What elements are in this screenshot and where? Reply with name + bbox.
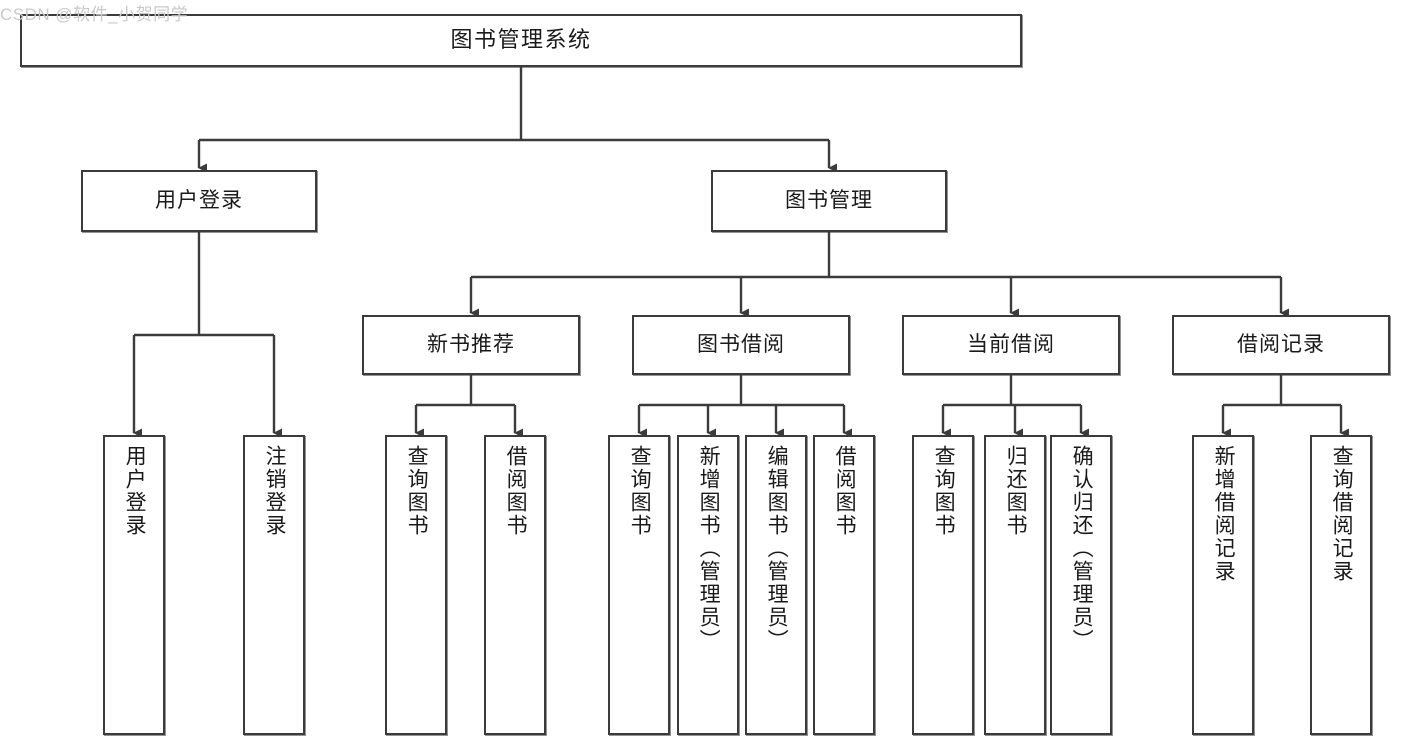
node-leaf-logout[interactable]: 注销登录 — [243, 435, 305, 735]
node-leaf-confirm-return[interactable]: 确认归还（管理员） — [1050, 435, 1112, 735]
node-label: 归还图书 — [1004, 445, 1028, 537]
node-label: 用户登录 — [155, 189, 243, 213]
node-leaf-query-book-2[interactable]: 查询图书 — [608, 435, 670, 735]
node-label: 图书借阅 — [697, 333, 785, 357]
node-label: 新书推荐 — [427, 333, 515, 357]
node-label: 查询图书 — [405, 445, 429, 537]
node-label: 当前借阅 — [967, 333, 1055, 357]
node-label: 图书管理 — [785, 189, 873, 213]
node-label: 编辑图书（管理员） — [765, 445, 789, 652]
node-book-borrow[interactable]: 图书借阅 — [632, 315, 850, 375]
node-user-login[interactable]: 用户登录 — [81, 170, 317, 232]
node-label: 新增图书（管理员） — [697, 445, 721, 652]
node-leaf-edit-book[interactable]: 编辑图书（管理员） — [745, 435, 807, 735]
node-label: 借阅图书 — [833, 445, 857, 537]
node-current-borrow[interactable]: 当前借阅 — [902, 315, 1120, 375]
node-book-manage[interactable]: 图书管理 — [711, 170, 947, 232]
node-root[interactable]: 图书管理系统 — [20, 14, 1022, 67]
node-label: 查询图书 — [628, 445, 652, 537]
node-label: 查询图书 — [932, 445, 956, 537]
node-leaf-borrow-book-1[interactable]: 借阅图书 — [484, 435, 546, 735]
node-label: 借阅记录 — [1237, 333, 1325, 357]
node-leaf-return-book[interactable]: 归还图书 — [984, 435, 1046, 735]
node-label: 查询借阅记录 — [1330, 445, 1354, 583]
node-label: 确认归还（管理员） — [1070, 445, 1094, 652]
node-leaf-add-record[interactable]: 新增借阅记录 — [1192, 435, 1254, 735]
node-label: 图书管理系统 — [450, 27, 592, 53]
node-new-book-rec[interactable]: 新书推荐 — [362, 315, 580, 375]
node-leaf-query-book-1[interactable]: 查询图书 — [385, 435, 447, 735]
node-label: 借阅图书 — [504, 445, 528, 537]
node-label: 用户登录 — [123, 445, 147, 537]
node-leaf-query-record[interactable]: 查询借阅记录 — [1310, 435, 1372, 735]
node-borrow-record[interactable]: 借阅记录 — [1172, 315, 1390, 375]
node-label: 注销登录 — [263, 445, 287, 537]
node-label: 新增借阅记录 — [1212, 445, 1236, 583]
node-leaf-query-book-3[interactable]: 查询图书 — [912, 435, 974, 735]
node-leaf-add-book[interactable]: 新增图书（管理员） — [677, 435, 739, 735]
node-leaf-user-login[interactable]: 用户登录 — [103, 435, 165, 735]
node-leaf-borrow-book-2[interactable]: 借阅图书 — [813, 435, 875, 735]
connector-lines — [132, 67, 1349, 438]
